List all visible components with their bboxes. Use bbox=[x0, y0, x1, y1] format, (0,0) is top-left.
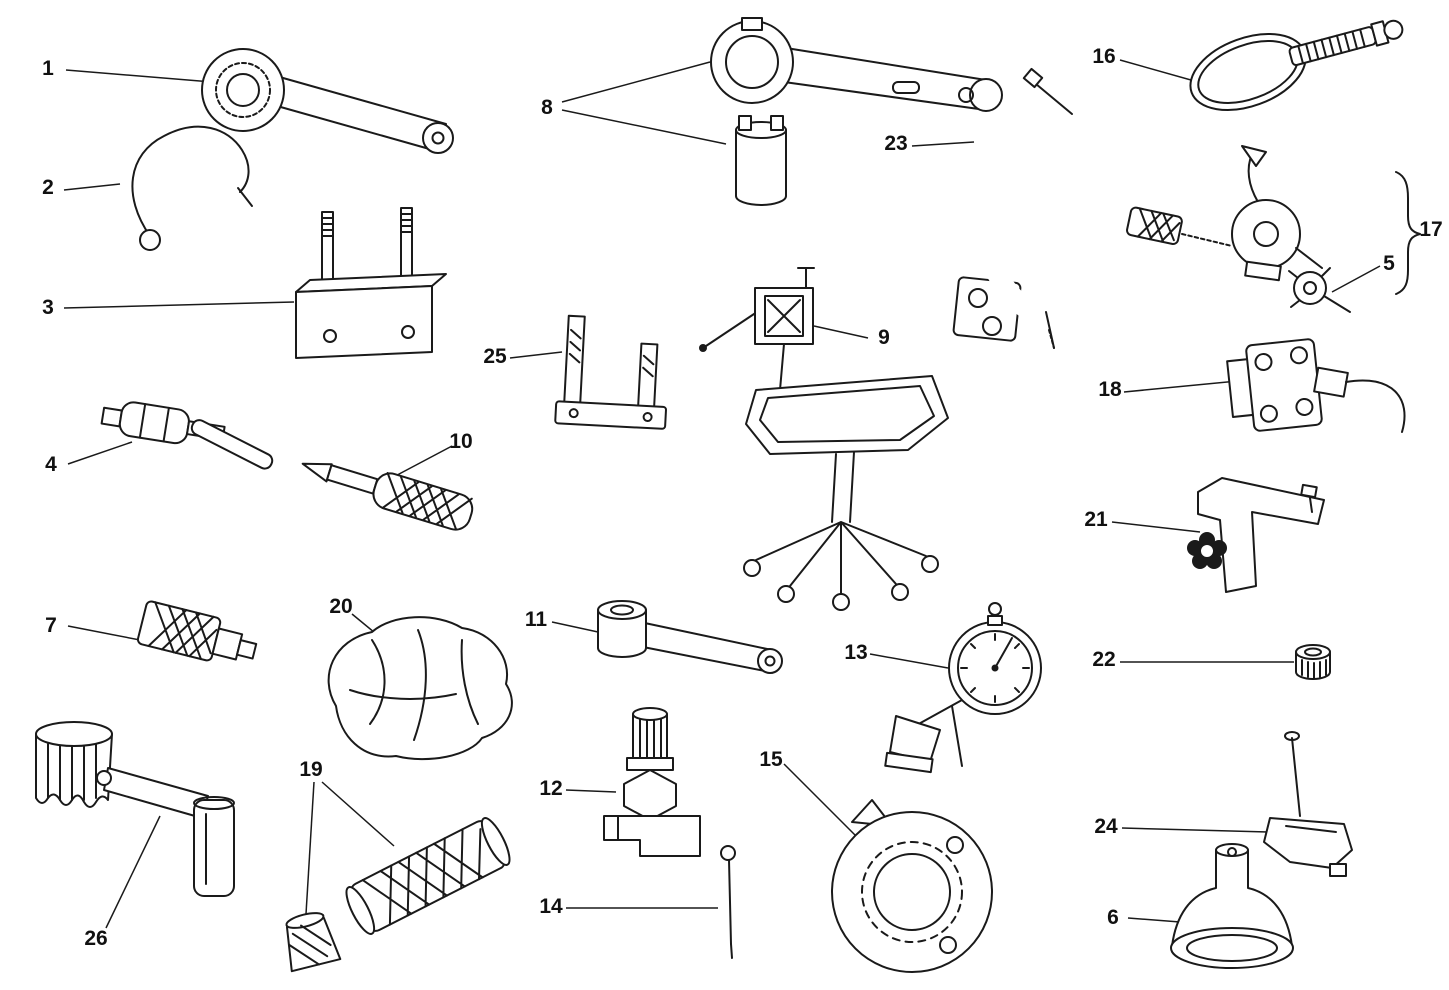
callout-8: 8 bbox=[541, 96, 553, 119]
tool-11-socket-wrench-illustration bbox=[597, 600, 783, 674]
tool-26-spline-socket-handle-illustration bbox=[35, 721, 235, 897]
tool-24-clamp-tool-illustration bbox=[1263, 731, 1353, 877]
tool-14-pin-punch-illustration bbox=[720, 845, 736, 959]
callout-21: 21 bbox=[1084, 508, 1108, 531]
callout-9: 9 bbox=[878, 326, 890, 349]
callout-12: 12 bbox=[539, 777, 563, 800]
tool-5-drive-disc-illustration bbox=[1288, 267, 1351, 313]
callout-7: 7 bbox=[45, 614, 57, 637]
callout-10: 10 bbox=[449, 430, 473, 453]
callout-16: 16 bbox=[1092, 45, 1116, 68]
callout-17: 17 bbox=[1419, 218, 1443, 241]
callout-23: 23 bbox=[884, 132, 908, 155]
callout-26: 26 bbox=[84, 927, 108, 950]
tool-7-knurled-plug-illustration bbox=[136, 600, 258, 662]
tool-18-shaft-fixture-illustration bbox=[1226, 338, 1406, 433]
callout-15: 15 bbox=[759, 748, 783, 771]
tool-17-tensioner-tool-illustration bbox=[1126, 145, 1323, 282]
callout-19: 19 bbox=[299, 758, 323, 781]
callout-14: 14 bbox=[539, 895, 563, 918]
tool-8-socket-wrench-set-illustration bbox=[710, 17, 1003, 206]
tool-22-nut-illustration bbox=[1295, 644, 1331, 680]
tool-1-ring-nut-wrench-illustration bbox=[201, 48, 454, 154]
callout-5: 5 bbox=[1383, 252, 1395, 275]
tool-4-t-handle-tool-illustration bbox=[100, 401, 274, 470]
tool-13-dial-gauge-illustration bbox=[884, 602, 1042, 774]
tool-21-locking-bracket-illustration bbox=[1187, 477, 1325, 593]
brace-17 bbox=[1395, 171, 1421, 295]
tool-15-clutch-holder-illustration bbox=[831, 799, 993, 973]
tool-16-strap-wrench-illustration bbox=[1189, 19, 1404, 111]
tool-12-press-tool-illustration bbox=[603, 707, 701, 857]
tool-23-curved-brace-arm-illustration bbox=[952, 67, 1073, 349]
callout-13: 13 bbox=[844, 641, 868, 664]
callout-24: 24 bbox=[1094, 815, 1118, 838]
tool-3-stud-bracket-illustration bbox=[295, 207, 447, 359]
tool-20-protective-cover-illustration bbox=[327, 616, 513, 761]
tool-10-knurled-punch-illustration bbox=[301, 462, 474, 531]
tool-2-curved-hook-illustration bbox=[131, 125, 253, 251]
callout-6: 6 bbox=[1107, 906, 1119, 929]
tool-25-fork-tool-illustration bbox=[554, 314, 667, 430]
callout-3: 3 bbox=[42, 296, 54, 319]
callout-18: 18 bbox=[1098, 378, 1122, 401]
callout-20: 20 bbox=[329, 595, 353, 618]
tool-9-stand-with-tray-illustration bbox=[699, 267, 949, 611]
tool-6-suction-tool-illustration bbox=[1170, 843, 1294, 969]
callout-11: 11 bbox=[524, 608, 548, 631]
leader-lines bbox=[63, 59, 1381, 929]
tool-19-cone-and-roller-illustration bbox=[285, 817, 511, 973]
callout-1: 1 bbox=[42, 57, 54, 80]
callout-2: 2 bbox=[42, 176, 54, 199]
thumb-knob bbox=[1187, 532, 1227, 569]
callout-25: 25 bbox=[483, 345, 507, 368]
callout-22: 22 bbox=[1092, 648, 1116, 671]
callout-4: 4 bbox=[45, 453, 57, 476]
